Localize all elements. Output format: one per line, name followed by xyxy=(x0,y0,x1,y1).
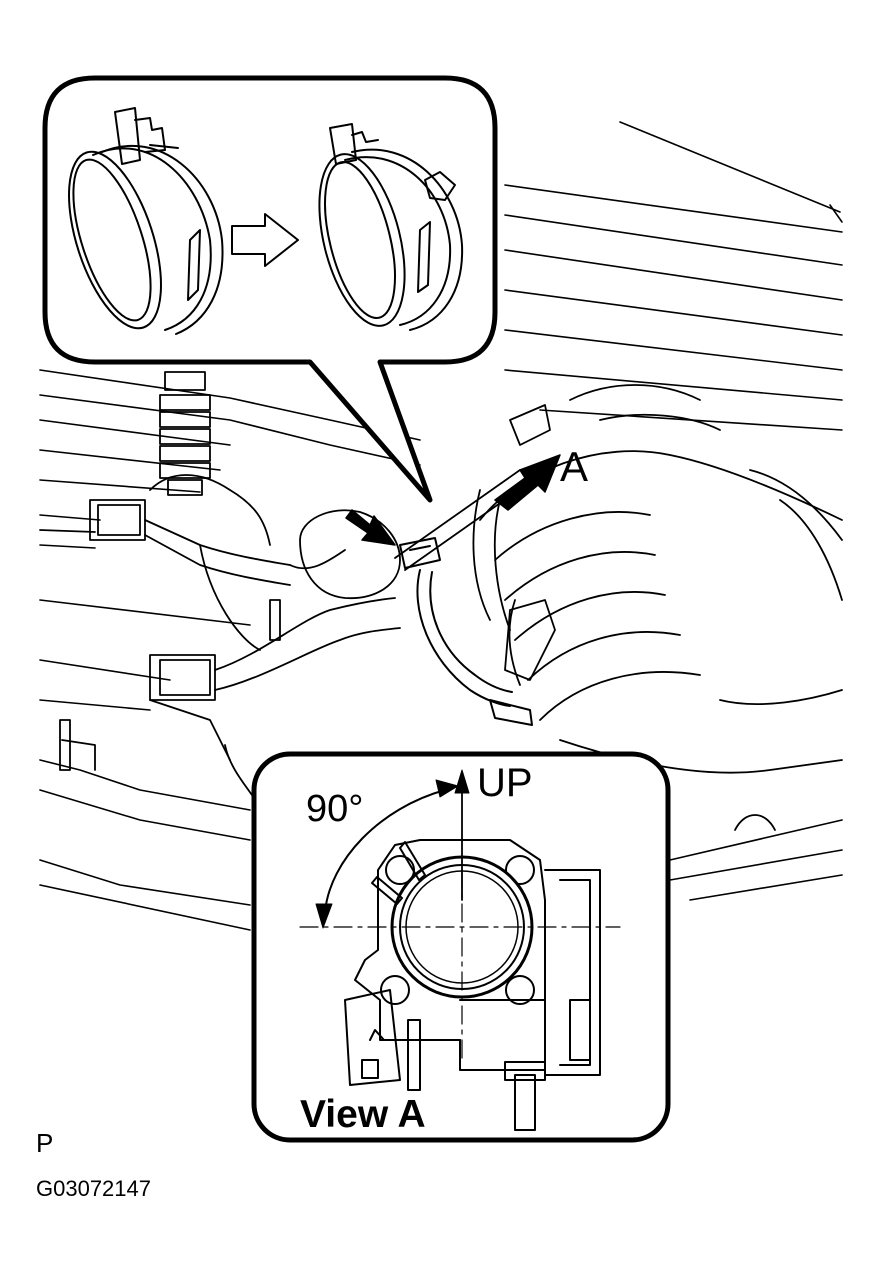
up-direction-label: UP xyxy=(477,761,533,805)
up-arrow xyxy=(454,769,470,901)
clamp-callout-bubble xyxy=(42,75,498,503)
hose-lines-left xyxy=(39,474,401,801)
installed-hose-clamp xyxy=(399,537,533,726)
view-a-marker-label: A xyxy=(560,443,589,490)
clamp-location-arrow xyxy=(345,509,396,546)
engine-background-lines xyxy=(39,121,843,931)
rotation-arc-arrow xyxy=(315,779,459,929)
view-a-arrow xyxy=(494,454,561,511)
bolt-stack xyxy=(159,371,211,496)
centerlines xyxy=(299,869,621,1061)
clamp-before-icon xyxy=(68,107,224,335)
figure-code: G03072147 xyxy=(36,1176,151,1201)
clamp-after-icon xyxy=(318,123,464,331)
corner-letter: P xyxy=(36,1128,54,1158)
rotation-angle-label: 90° xyxy=(306,788,364,830)
intake-hose xyxy=(472,384,843,831)
view-a-title: View A xyxy=(300,1093,426,1136)
transition-arrow-icon xyxy=(231,213,299,267)
